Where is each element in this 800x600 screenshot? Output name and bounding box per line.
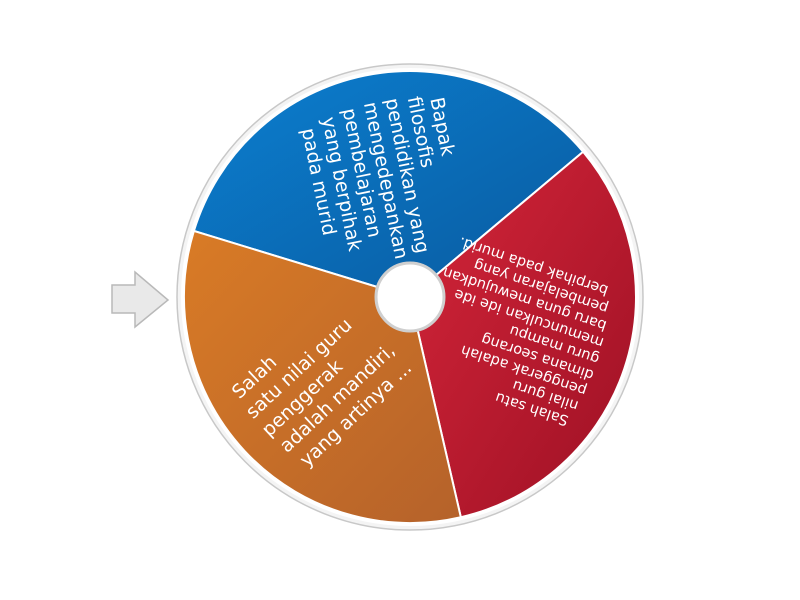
wheel-hub[interactable]	[374, 261, 446, 333]
arrow-right-icon	[111, 270, 170, 329]
wheel-segment-2	[408, 150, 637, 519]
wheel-segment-1	[192, 70, 585, 299]
